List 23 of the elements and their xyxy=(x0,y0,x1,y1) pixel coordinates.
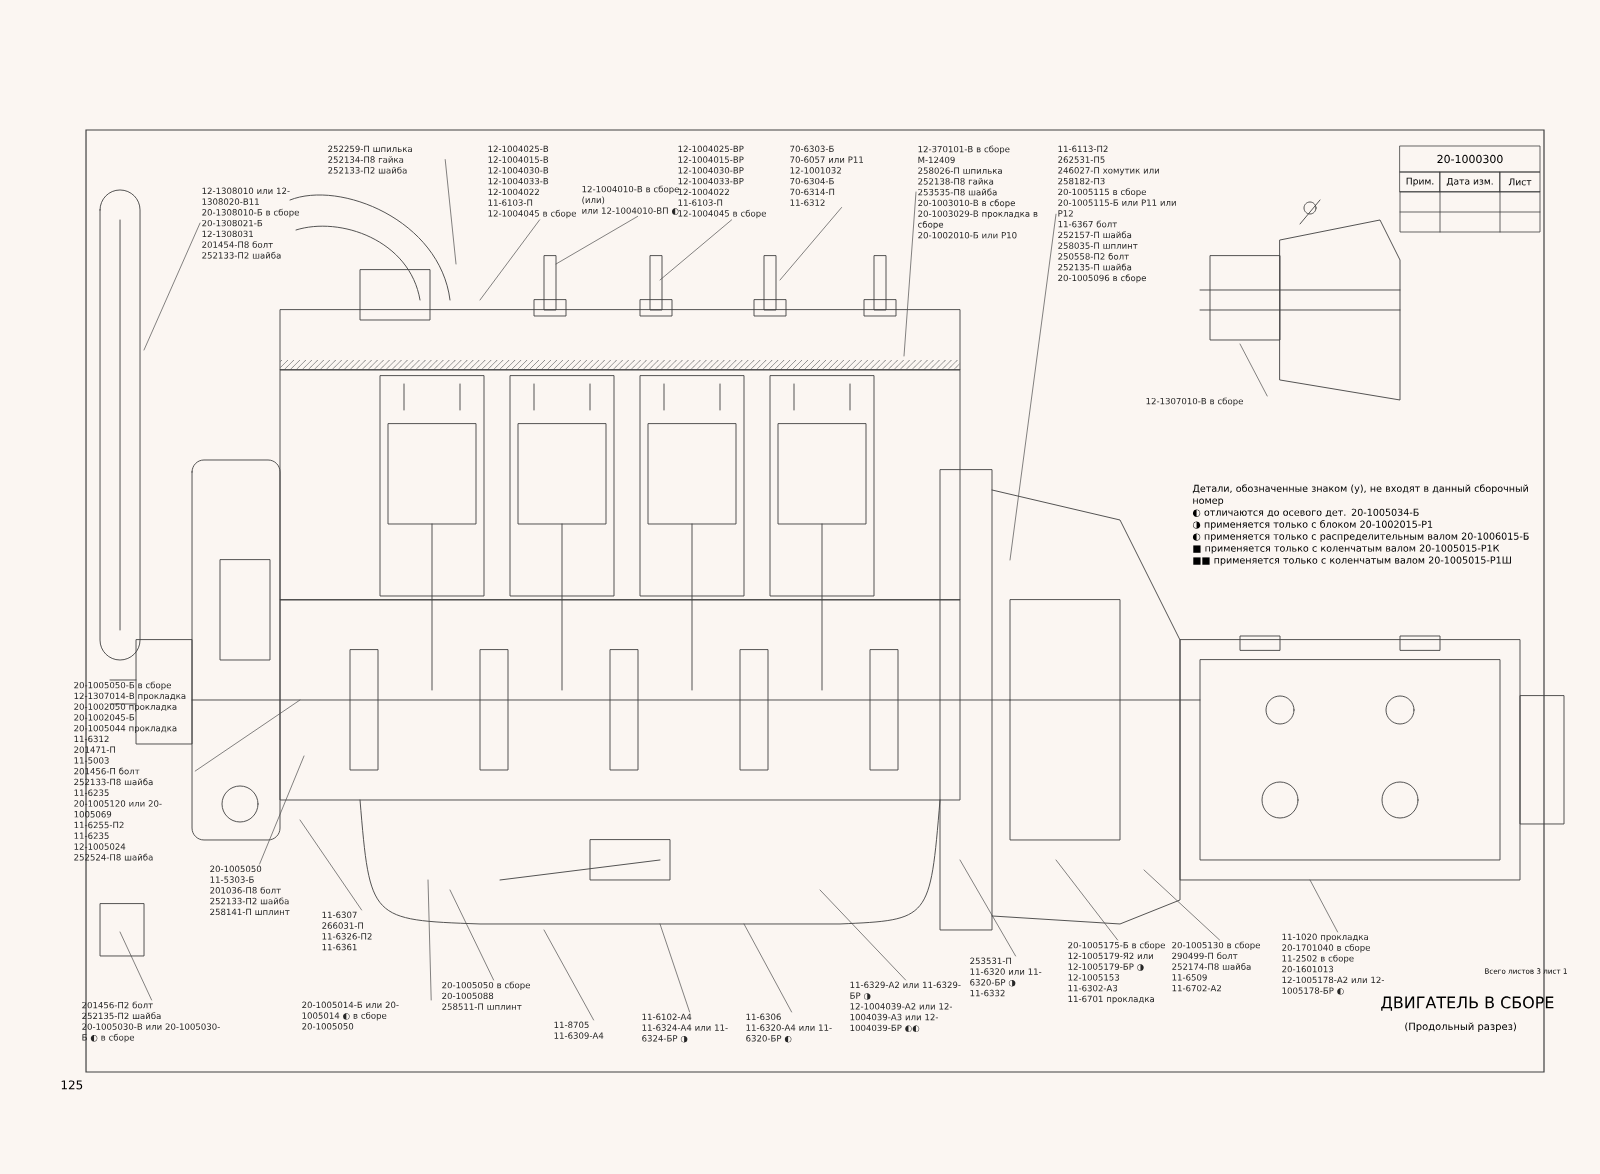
leader-line xyxy=(194,699,301,772)
leader-line xyxy=(479,219,540,301)
leader-line xyxy=(299,819,362,911)
leader-line xyxy=(259,755,305,865)
leader-line xyxy=(143,222,201,351)
leader-line xyxy=(444,159,457,265)
leader-line xyxy=(119,931,152,1001)
leader-line xyxy=(743,923,792,1013)
leader-line xyxy=(779,207,842,281)
leader-line xyxy=(1055,859,1118,941)
leader-line xyxy=(659,219,732,281)
leader-line xyxy=(1009,213,1057,561)
leader-line xyxy=(543,929,594,1021)
leader-line xyxy=(959,859,1016,957)
leader-line xyxy=(1143,869,1220,941)
leader-line xyxy=(1309,879,1338,933)
leader-line xyxy=(1239,343,1268,397)
leader-line xyxy=(449,889,494,981)
leader-line xyxy=(903,191,917,357)
leader-line xyxy=(427,879,432,1001)
leader-line xyxy=(659,923,690,1013)
leader-line xyxy=(555,216,638,265)
leader-line xyxy=(819,889,906,981)
